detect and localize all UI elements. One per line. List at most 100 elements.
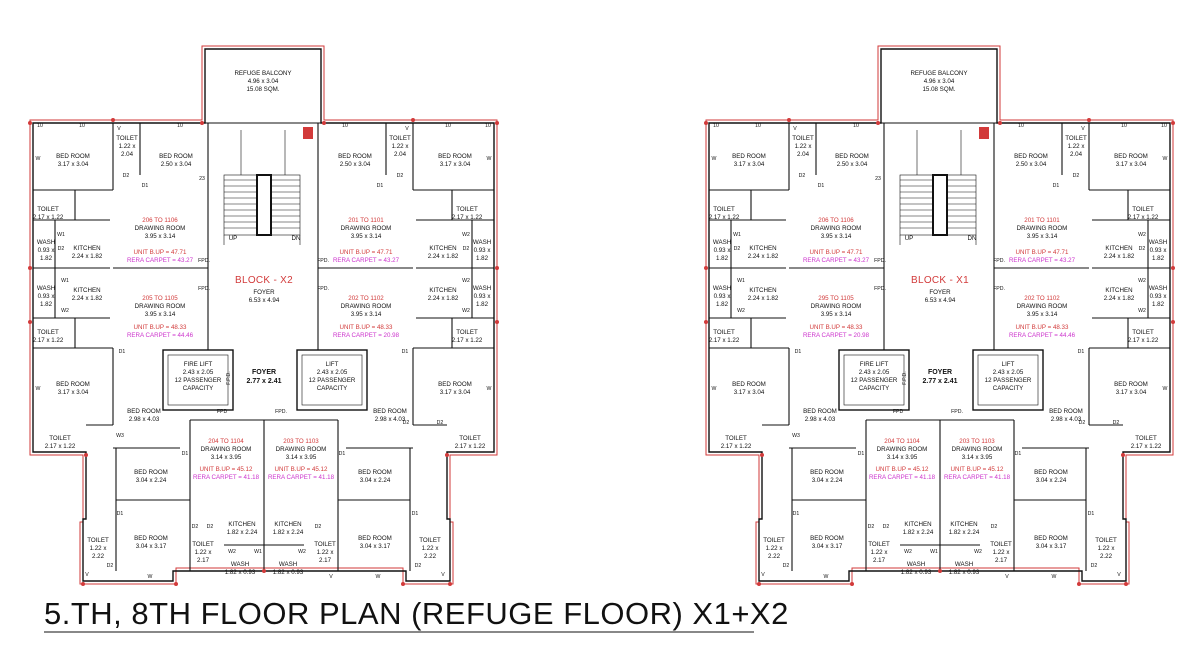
unit-rera: RERA CARPET = 43.27	[333, 257, 400, 264]
foyer-label: FOYER	[929, 289, 951, 296]
svg-text:D1: D1	[402, 349, 409, 355]
bed-room-label: BED ROOM	[159, 153, 193, 160]
svg-text:10: 10	[1121, 123, 1127, 129]
unit-bup: UNIT B.UP = 47.71	[1016, 249, 1069, 256]
wash-size: 0.93 x	[714, 293, 732, 300]
unit-rera: RERA CARPET = 43.27	[803, 257, 870, 264]
toilet-label: TOILET	[1132, 329, 1154, 336]
floor-plan-block-x1-content: REFUGE BALCONY 4.96 x 3.04 15.08 SQM. BE…	[704, 45, 1175, 586]
svg-text:W2: W2	[228, 549, 236, 555]
unit-number: 206 TO 1106	[818, 217, 854, 224]
fire-lift-shaft	[162, 349, 234, 411]
unit-number: 201 TO 1101	[1024, 217, 1060, 224]
kitchen-label: KITCHEN	[749, 245, 776, 252]
fire-lift-capacity: CAPACITY	[859, 385, 889, 392]
bed-room-label: BED ROOM	[56, 381, 90, 388]
foyer-small-label: FOYER	[252, 369, 276, 376]
drawing-room-label: DRAWING ROOM	[811, 303, 862, 310]
room-labels: REFUGE BALCONY 4.96 x 3.04 15.08 SQM. BE…	[33, 70, 492, 576]
unit-number: 202 TO 1102	[348, 295, 384, 302]
wash-label: WASH	[907, 561, 925, 568]
svg-text:FPD: FPD	[893, 409, 904, 415]
svg-text:D1: D1	[1078, 349, 1085, 355]
kitchen-label: KITCHEN	[1105, 245, 1132, 252]
toilet-label: TOILET	[713, 329, 735, 336]
toilet-size: 2.17	[873, 557, 886, 564]
wash-size: 0.93 x	[1150, 247, 1168, 254]
svg-text:D2: D2	[734, 246, 741, 252]
bed-room-size: 2.98 x 4.03	[1051, 416, 1082, 423]
drawing-room-label: DRAWING ROOM	[341, 303, 392, 310]
bed-room-label: BED ROOM	[358, 469, 392, 476]
door-window-tags: V D1 D2 W 10 10 10 23 W1 D2 W1 W2 D1 W W…	[36, 123, 492, 580]
unit-bup: UNIT B.UP = 48.33	[340, 324, 393, 331]
drawing-room-label: DRAWING ROOM	[952, 446, 1003, 453]
bed-room-label: BED ROOM	[438, 381, 472, 388]
toilet-label: TOILET	[116, 135, 138, 142]
svg-text:FPD.: FPD.	[874, 286, 886, 292]
kitchen-size: 2.24 x 1.82	[72, 295, 103, 302]
svg-text:D1: D1	[818, 183, 825, 189]
internal-walls	[709, 123, 1170, 571]
toilet-size: 2.22	[92, 553, 105, 560]
svg-text:W: W	[36, 156, 41, 162]
svg-text:10: 10	[485, 123, 491, 129]
bed-room-size: 2.50 x 3.04	[837, 161, 868, 168]
refuge-size: 4.96 x 3.04	[248, 78, 279, 85]
floor-plan-block-x1: REFUGE BALCONY 4.96 x 3.04 15.08 SQM. BE…	[704, 45, 1175, 586]
bed-room-size: 3.04 x 3.17	[812, 543, 843, 550]
toilet-label: TOILET	[792, 135, 814, 142]
svg-text:D2: D2	[207, 524, 214, 530]
lift-core	[838, 349, 1044, 411]
wash-label: WASH	[713, 239, 731, 246]
toilet-size: 2.04	[797, 151, 810, 158]
svg-text:W3: W3	[792, 433, 800, 439]
lift-label: LIFT	[1002, 361, 1015, 368]
bed-room-size: 3.17 x 3.04	[1116, 161, 1147, 168]
unit-bup: UNIT B.UP = 47.71	[810, 249, 863, 256]
fire-lift-capacity: 12 PASSENGER	[175, 377, 222, 384]
svg-text:V: V	[329, 574, 333, 580]
unit-bup: UNIT B.UP = 45.12	[951, 466, 1004, 473]
wash-size: 0.93 x	[714, 247, 732, 254]
bed-room-size: 3.17 x 3.04	[58, 389, 89, 396]
lift-shaft	[296, 349, 368, 411]
unit-rera: RERA CARPET = 41.18	[869, 474, 936, 481]
unit-number: 204 TO 1104	[208, 438, 244, 445]
bed-room-label: BED ROOM	[1114, 381, 1148, 388]
bed-room-label: BED ROOM	[438, 153, 472, 160]
unit-rera: RERA CARPET = 43.27	[1009, 257, 1076, 264]
bed-room-size: 3.04 x 2.24	[136, 477, 167, 484]
bed-room-size: 2.50 x 3.04	[1016, 161, 1047, 168]
svg-text:W2: W2	[298, 549, 306, 555]
drawing-room-size: 3.95 x 3.14	[351, 311, 382, 318]
room-labels: REFUGE BALCONY 4.96 x 3.04 15.08 SQM. BE…	[709, 70, 1168, 576]
kitchen-label: KITCHEN	[429, 287, 456, 294]
svg-text:W: W	[376, 574, 381, 580]
svg-text:FPD.: FPD.	[317, 258, 329, 264]
svg-text:10: 10	[1161, 123, 1167, 129]
toilet-size: 2.17 x 1.22	[709, 337, 740, 344]
kitchen-label: KITCHEN	[73, 245, 100, 252]
kitchen-size: 2.24 x 1.82	[748, 295, 779, 302]
refuge-area: 15.08 SQM.	[922, 86, 955, 93]
svg-text:V: V	[1005, 574, 1009, 580]
unit-bup: UNIT B.UP = 48.33	[1016, 324, 1069, 331]
unit-rera: RERA CARPET = 20.98	[333, 332, 400, 339]
bed-room-label: BED ROOM	[134, 469, 168, 476]
svg-text:W2: W2	[904, 549, 912, 555]
unit-bup: UNIT B.UP = 48.33	[810, 324, 863, 331]
bed-room-label: BED ROOM	[732, 381, 766, 388]
svg-text:W2: W2	[462, 278, 470, 284]
unit-bup: UNIT B.UP = 45.12	[275, 466, 328, 473]
svg-text:W2: W2	[737, 308, 745, 314]
svg-text:W: W	[1052, 574, 1057, 580]
svg-text:V: V	[793, 126, 797, 132]
svg-text:V: V	[441, 572, 445, 578]
wash-size: 1.82	[40, 301, 53, 308]
kitchen-size: 2.24 x 1.82	[428, 295, 459, 302]
drawing-room-label: DRAWING ROOM	[276, 446, 327, 453]
internal-walls	[33, 123, 494, 571]
lift-shaft	[972, 349, 1044, 411]
